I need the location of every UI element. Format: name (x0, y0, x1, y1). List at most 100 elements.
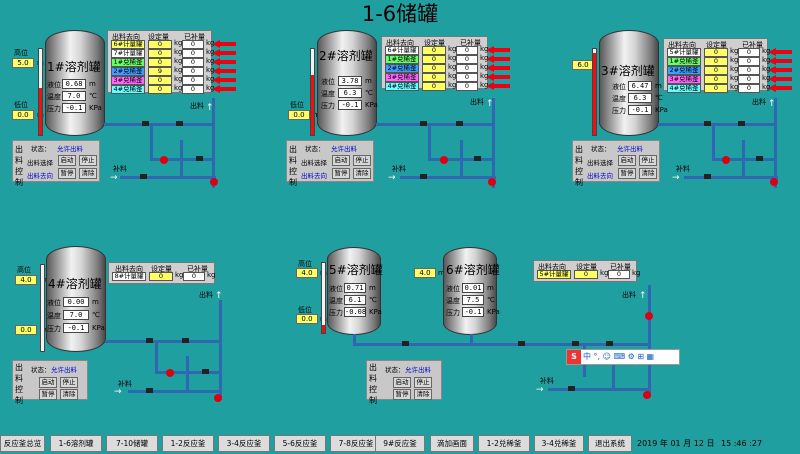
valve[interactable] (704, 174, 711, 179)
nav-reactor-9[interactable]: 9#反应釜 (375, 435, 425, 452)
start-button[interactable]: 启动 (618, 155, 636, 166)
dest-chip[interactable]: 6#计量罐 (111, 40, 145, 49)
valve[interactable] (606, 341, 613, 346)
dest-chip[interactable]: 4#兑稀釜 (385, 82, 419, 91)
low-level-value-4[interactable]: 0.0 (15, 325, 37, 335)
low-level-value-1[interactable]: 0.0 (12, 110, 34, 120)
nav-reactor-3-4[interactable]: 3-4反应釜 (218, 435, 270, 452)
valve[interactable] (572, 341, 579, 346)
dest-chip[interactable]: 4#兑稀釜 (111, 85, 145, 94)
low-level-value-5[interactable]: 0.0 (296, 314, 318, 324)
setpoint-field[interactable]: 0 (148, 40, 172, 49)
valve[interactable] (518, 341, 525, 346)
dest-chip[interactable]: 3#兑稀釜 (111, 76, 145, 85)
pause-button[interactable]: 暂停 (332, 168, 350, 179)
stop-button[interactable]: 停止 (353, 155, 371, 166)
pump[interactable] (770, 178, 778, 186)
nav-diluter-1-2[interactable]: 1-2兑稀釜 (478, 435, 530, 452)
dest-chip[interactable]: 2#兑稀釜 (111, 67, 145, 76)
dest-chip[interactable]: 8#计量罐 (112, 272, 146, 281)
clear-button[interactable]: 清除 (79, 168, 97, 179)
setpoint-field[interactable]: 9 (148, 67, 172, 76)
dest-chip[interactable]: 1#兑稀釜 (385, 55, 419, 64)
setpoint-field[interactable]: 0 (704, 84, 728, 93)
stop-button[interactable]: 停止 (414, 377, 432, 388)
valve[interactable] (456, 121, 463, 126)
pause-button[interactable]: 暂停 (39, 389, 57, 400)
valve[interactable] (568, 386, 575, 391)
valve[interactable] (738, 121, 745, 126)
pump[interactable] (643, 391, 651, 399)
high-level-value-4[interactable]: 4.0 (15, 275, 37, 285)
nav-overview[interactable]: 反应釜总览 (0, 435, 45, 452)
valve[interactable] (176, 121, 183, 126)
valve[interactable] (146, 338, 153, 343)
pause-button[interactable]: 暂停 (393, 389, 411, 400)
valve[interactable] (420, 174, 427, 179)
start-button[interactable]: 启动 (39, 377, 57, 388)
pump[interactable] (488, 178, 496, 186)
valve[interactable] (202, 369, 209, 374)
valve[interactable] (756, 156, 763, 161)
ime-toolbar-icons[interactable]: 中 °, ☺ ⌨ ⚙ ⊞ ▦ (583, 352, 655, 361)
high-level-value-6[interactable]: 4.0 (414, 268, 436, 278)
dest-chip[interactable]: 3#兑稀釜 (667, 75, 701, 84)
dest-chip[interactable]: 5#计量罐 (667, 48, 701, 57)
valve[interactable] (146, 388, 153, 393)
high-level-value-3[interactable]: 6.0 (572, 60, 594, 70)
ime-logo-icon[interactable]: S (567, 350, 581, 364)
pump[interactable] (440, 156, 448, 164)
dest-chip[interactable]: 5#计量罐 (537, 270, 571, 279)
pump[interactable] (160, 156, 168, 164)
setpoint-field[interactable]: 0 (422, 82, 446, 91)
valve[interactable] (420, 121, 427, 126)
start-button[interactable]: 启动 (58, 155, 76, 166)
dest-chip[interactable]: 1#兑稀釜 (667, 57, 701, 66)
pump[interactable] (722, 156, 730, 164)
clear-button[interactable]: 清除 (60, 389, 78, 400)
setpoint-field[interactable]: 0 (148, 85, 172, 94)
stop-button[interactable]: 停止 (639, 155, 657, 166)
dest-chip[interactable]: 3#兑稀釜 (385, 73, 419, 82)
stop-button[interactable]: 停止 (60, 377, 78, 388)
low-level-value-2[interactable]: 0.0 (288, 110, 310, 120)
setpoint-field[interactable]: 0 (148, 58, 172, 67)
nav-reactor-1-2[interactable]: 1-2反应釜 (162, 435, 214, 452)
clear-button[interactable]: 清除 (639, 168, 657, 179)
setpoint-field[interactable]: 0 (422, 55, 446, 64)
pump[interactable] (166, 369, 174, 377)
valve[interactable] (196, 156, 203, 161)
pump[interactable] (645, 312, 653, 320)
high-level-value-1[interactable]: 5.0 (12, 58, 34, 68)
setpoint-field[interactable]: 0 (148, 49, 172, 58)
valve[interactable] (142, 121, 149, 126)
pause-button[interactable]: 暂停 (58, 168, 76, 179)
setpoint-field[interactable]: 0 (704, 48, 728, 57)
dest-chip[interactable]: 1#兑稀釜 (111, 58, 145, 67)
setpoint-field[interactable]: 0 (704, 75, 728, 84)
valve[interactable] (182, 338, 189, 343)
high-level-value-5[interactable]: 4.0 (296, 268, 318, 278)
nav-exit[interactable]: 退出系统 (588, 435, 632, 452)
nav-solvent-tanks[interactable]: 1-6溶剂罐 (50, 435, 102, 452)
setpoint-field[interactable]: 0 (422, 64, 446, 73)
nav-tanks-7-10[interactable]: 7-10储罐 (106, 435, 158, 452)
clear-button[interactable]: 清除 (353, 168, 371, 179)
setpoint-field[interactable]: 0 (422, 73, 446, 82)
valve[interactable] (402, 341, 409, 346)
valve[interactable] (474, 156, 481, 161)
dest-chip[interactable]: 2#兑稀釜 (667, 66, 701, 75)
start-button[interactable]: 启动 (393, 377, 411, 388)
setpoint-field[interactable]: 0 (149, 272, 173, 281)
dest-chip[interactable]: 7#计量罐 (111, 49, 145, 58)
dest-chip[interactable]: 4#兑稀釜 (667, 84, 701, 93)
setpoint-field[interactable]: 0 (704, 57, 728, 66)
valve[interactable] (140, 174, 147, 179)
setpoint-field[interactable]: 0 (422, 46, 446, 55)
nav-dropping[interactable]: 滴加画面 (430, 435, 474, 452)
nav-reactor-5-6[interactable]: 5-6反应釜 (274, 435, 326, 452)
clear-button[interactable]: 清除 (414, 389, 432, 400)
dest-chip[interactable]: 6#计量罐 (385, 46, 419, 55)
setpoint-field[interactable]: 0 (148, 76, 172, 85)
